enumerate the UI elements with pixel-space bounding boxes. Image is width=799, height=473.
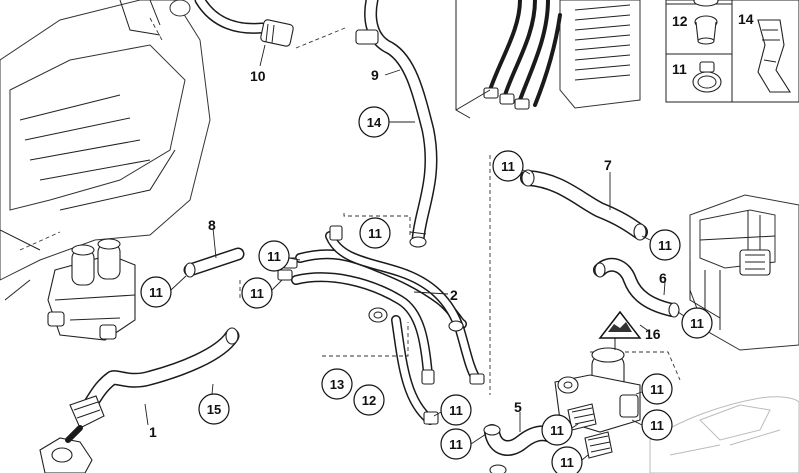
callout-circle-label-11-e: 11 bbox=[658, 238, 672, 253]
callout-circle-11-i: 11 bbox=[433, 394, 472, 426]
callout-label-16: 16 bbox=[645, 326, 661, 342]
callout-circle-11-j: 11 bbox=[440, 428, 487, 460]
callout-label-10: 10 bbox=[250, 68, 266, 84]
callout-circle-label-11-b: 11 bbox=[267, 249, 281, 264]
callout-circle-11-l: 11 bbox=[551, 446, 589, 473]
hose-part-10 bbox=[194, 0, 346, 49]
hose-part-6 bbox=[593, 257, 680, 318]
callout-circle-label-11-a: 11 bbox=[368, 226, 382, 241]
legend-label-11: 11 bbox=[672, 61, 687, 77]
callout-circle-14: 14 bbox=[358, 106, 415, 138]
callout-circle-13: 13 bbox=[321, 368, 353, 400]
callout-circle-11-g: 11 bbox=[635, 373, 673, 405]
bracket-clip-icon bbox=[757, 19, 792, 93]
callout-circle-11-k: 11 bbox=[541, 414, 579, 446]
legend-label-12: 12 bbox=[672, 13, 688, 29]
callout-circle-label-11-d: 11 bbox=[501, 159, 515, 174]
legend-label-14: 14 bbox=[738, 11, 754, 27]
callout-circle-label-12: 12 bbox=[362, 393, 376, 408]
callout-circle-11-c: 11 bbox=[241, 277, 283, 309]
parts-legend: 12 14 11 bbox=[665, 0, 799, 103]
callout-label-6: 6 bbox=[659, 270, 667, 286]
heater-core-icon bbox=[455, 0, 641, 119]
hose-part-8 bbox=[183, 227, 245, 278]
callout-circle-11-e: 11 bbox=[641, 229, 681, 261]
callout-label-7: 7 bbox=[604, 157, 612, 173]
hose-part-15 bbox=[82, 327, 240, 413]
callout-label-9: 9 bbox=[371, 67, 379, 83]
callout-circle-label-11-c: 11 bbox=[250, 286, 264, 301]
callout-circle-11-a: 11 bbox=[359, 217, 391, 249]
leader-lines bbox=[144, 155, 681, 426]
heater-unit-icon bbox=[689, 194, 799, 351]
callout-circle-label-11-j: 11 bbox=[449, 437, 463, 452]
warning-triangle-icon bbox=[598, 310, 651, 339]
callout-circle-label-11-f: 11 bbox=[690, 316, 704, 331]
callout-circle-label-11-h: 11 bbox=[650, 418, 664, 433]
engine-block-icon bbox=[0, 0, 211, 301]
callout-circle-11-h: 11 bbox=[631, 409, 673, 441]
callout-circle-label-11-hose8: 11 bbox=[149, 285, 163, 300]
callout-circle-label-11-l: 11 bbox=[560, 455, 574, 470]
callout-label-2: 2 bbox=[450, 287, 458, 303]
callout-circle-12: 12 bbox=[353, 384, 385, 416]
callout-circle-label-13: 13 bbox=[330, 377, 344, 392]
callout-circle-15: 15 bbox=[198, 393, 230, 425]
hose-clamp-icon bbox=[692, 61, 722, 93]
callout-label-8: 8 bbox=[208, 217, 216, 233]
hose-part-1 bbox=[39, 395, 105, 473]
callout-circle-label-11-i: 11 bbox=[449, 403, 463, 418]
callout-circle-label-11-k: 11 bbox=[550, 423, 564, 438]
plug-icon bbox=[694, 15, 718, 45]
callout-circle-11-f: 11 bbox=[677, 307, 713, 339]
callout-circle-11-b: 11 bbox=[258, 240, 301, 272]
pipe-assembly-part-2 bbox=[277, 225, 485, 425]
callout-label-1: 1 bbox=[149, 424, 157, 440]
hose-part-7 bbox=[520, 169, 648, 241]
callout-circle-11-hose8: 11 bbox=[140, 275, 187, 308]
callout-label-5: 5 bbox=[514, 399, 522, 415]
hose-part-9 bbox=[355, 0, 438, 248]
callout-circle-label-15: 15 bbox=[207, 402, 221, 417]
car-silhouette-icon bbox=[649, 396, 799, 473]
callout-circle-11-d: 11 bbox=[492, 150, 531, 182]
hose-part-5 bbox=[483, 412, 556, 473]
callout-circle-label-11-g: 11 bbox=[650, 382, 664, 397]
callout-circle-label-14: 14 bbox=[367, 115, 382, 130]
water-valve-icon bbox=[47, 238, 136, 341]
control-valve-icon bbox=[554, 330, 641, 459]
